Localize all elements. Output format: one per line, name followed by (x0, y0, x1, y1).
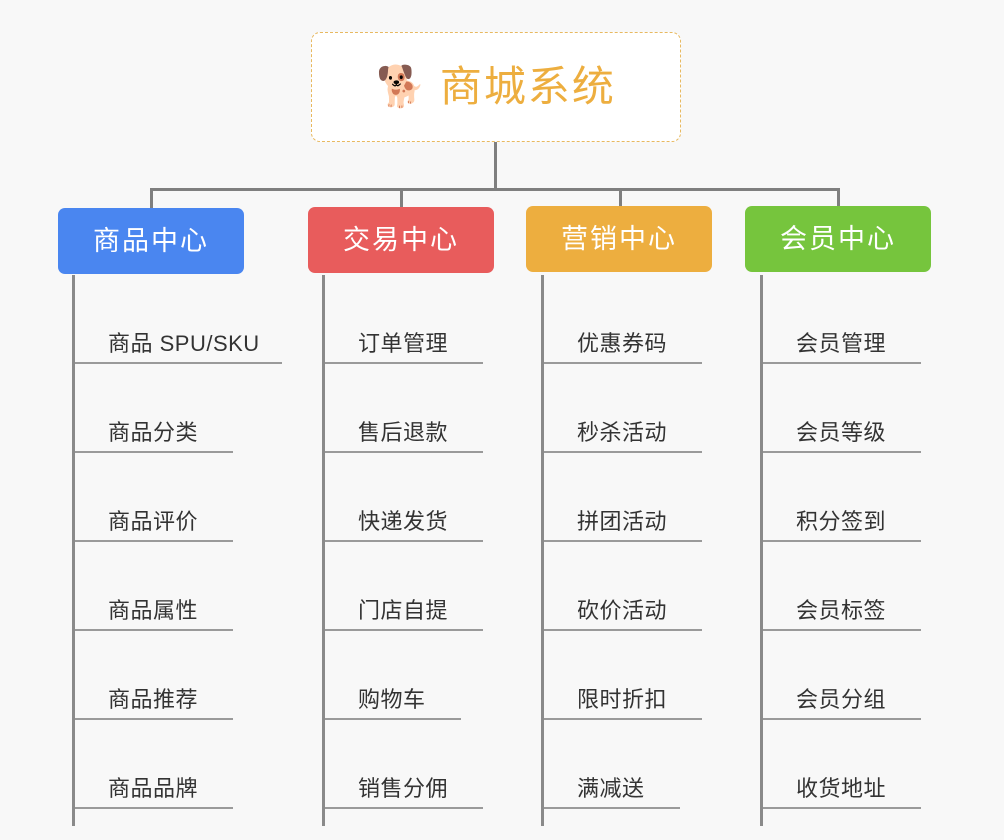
leaf-label: 商品品牌 (108, 776, 199, 801)
leaf-label: 秒杀活动 (577, 420, 668, 445)
list-item[interactable]: 会员管理 (763, 275, 990, 364)
leaf-label: 会员管理 (796, 331, 887, 356)
leaf-rule (75, 540, 233, 542)
connector-drop-product (150, 188, 153, 210)
list-item[interactable]: 商品分类 (75, 364, 302, 453)
list-item[interactable]: 门店自提 (325, 542, 552, 631)
leaf-label: 门店自提 (358, 598, 449, 623)
list-item[interactable]: 满减送 (544, 720, 771, 809)
connector-root-stem (494, 142, 497, 190)
list-item[interactable]: 拼团活动 (544, 453, 771, 542)
leaf-rule (544, 540, 702, 542)
list-item[interactable]: 商品属性 (75, 542, 302, 631)
leaf-rule (75, 362, 282, 364)
leaf-rule (763, 807, 921, 809)
list-item[interactable]: 积分签到 (763, 453, 990, 542)
list-item[interactable]: 商品品牌 (75, 720, 302, 809)
root-node-label: 商城系统 (439, 63, 616, 110)
category-box-member-center[interactable]: 会员中心 (745, 206, 931, 272)
leaf-rule (325, 718, 461, 720)
root-node-mall-system[interactable]: 🐕 商城系统 (311, 32, 681, 142)
category-box-trade-center[interactable]: 交易中心 (308, 207, 494, 273)
leaf-label: 商品属性 (108, 598, 199, 623)
leaf-rule (325, 540, 483, 542)
leaf-rule (763, 540, 921, 542)
leaf-label: 会员等级 (796, 420, 887, 445)
leaf-label: 会员标签 (796, 598, 887, 623)
category-box-marketing-center[interactable]: 营销中心 (526, 206, 712, 272)
leaf-label: 订单管理 (358, 331, 449, 356)
list-item[interactable]: 快递发货 (325, 453, 552, 542)
list-item[interactable]: 购物车 (325, 631, 552, 720)
connector-drop-member (837, 188, 840, 210)
leaf-column-marketing-center: 优惠券码 秒杀活动 拼团活动 砍价活动 限时折扣 满减送 (541, 275, 771, 826)
list-item[interactable]: 商品评价 (75, 453, 302, 542)
leaf-rule (763, 451, 921, 453)
leaf-label: 商品评价 (108, 509, 199, 534)
leaf-label: 商品推荐 (108, 687, 199, 712)
leaf-rule (763, 718, 921, 720)
list-item[interactable]: 秒杀活动 (544, 364, 771, 453)
connector-drop-trade (400, 188, 403, 210)
leaf-column-member-center: 会员管理 会员等级 积分签到 会员标签 会员分组 收货地址 (760, 275, 990, 826)
category-label-member-center: 会员中心 (780, 223, 896, 254)
leaf-label: 销售分佣 (358, 776, 449, 801)
leaf-rule (544, 807, 680, 809)
leaf-label: 拼团活动 (577, 509, 668, 534)
list-item[interactable]: 商品 SPU/SKU (75, 275, 302, 364)
list-item[interactable]: 收货地址 (763, 720, 990, 809)
list-item[interactable]: 会员标签 (763, 542, 990, 631)
leaf-rule (325, 807, 483, 809)
leaf-label: 快递发货 (358, 509, 449, 534)
list-item[interactable]: 售后退款 (325, 364, 552, 453)
leaf-column-product-center: 商品 SPU/SKU 商品分类 商品评价 商品属性 商品推荐 商品品牌 (72, 275, 302, 826)
list-item[interactable]: 砍价活动 (544, 542, 771, 631)
leaf-label: 商品分类 (108, 420, 199, 445)
category-label-product-center: 商品中心 (93, 225, 209, 256)
leaf-label: 商品 SPU/SKU (108, 331, 260, 356)
leaf-label: 限时折扣 (577, 687, 668, 712)
leaf-label: 优惠券码 (577, 331, 668, 356)
leaf-label: 满减送 (577, 776, 645, 801)
leaf-rule (763, 629, 921, 631)
leaf-rule (325, 629, 483, 631)
leaf-rule (544, 718, 702, 720)
category-label-trade-center: 交易中心 (343, 224, 459, 255)
leaf-rule (75, 451, 233, 453)
leaf-rule (75, 807, 233, 809)
connector-horizontal-bus (150, 188, 840, 191)
list-item[interactable]: 会员分组 (763, 631, 990, 720)
leaf-rule (544, 451, 702, 453)
leaf-label: 售后退款 (358, 420, 449, 445)
leaf-column-trade-center: 订单管理 售后退款 快递发货 门店自提 购物车 销售分佣 (322, 275, 552, 826)
leaf-rule (763, 362, 921, 364)
leaf-label: 砍价活动 (577, 598, 668, 623)
leaf-rule (75, 629, 233, 631)
list-item[interactable]: 商品推荐 (75, 631, 302, 720)
leaf-rule (325, 362, 483, 364)
list-item[interactable]: 销售分佣 (325, 720, 552, 809)
category-label-marketing-center: 营销中心 (561, 223, 677, 254)
leaf-rule (544, 629, 702, 631)
list-item[interactable]: 限时折扣 (544, 631, 771, 720)
category-box-product-center[interactable]: 商品中心 (58, 208, 244, 274)
shiba-dog-face-icon: 🐕 (376, 65, 426, 109)
leaf-label: 购物车 (358, 687, 426, 712)
connector-drop-marketing (619, 188, 622, 210)
list-item[interactable]: 优惠券码 (544, 275, 771, 364)
leaf-rule (75, 718, 233, 720)
leaf-label: 积分签到 (796, 509, 887, 534)
leaf-rule (544, 362, 702, 364)
leaf-label: 会员分组 (796, 687, 887, 712)
leaf-rule (325, 451, 483, 453)
leaf-label: 收货地址 (796, 776, 887, 801)
list-item[interactable]: 订单管理 (325, 275, 552, 364)
list-item[interactable]: 会员等级 (763, 364, 990, 453)
